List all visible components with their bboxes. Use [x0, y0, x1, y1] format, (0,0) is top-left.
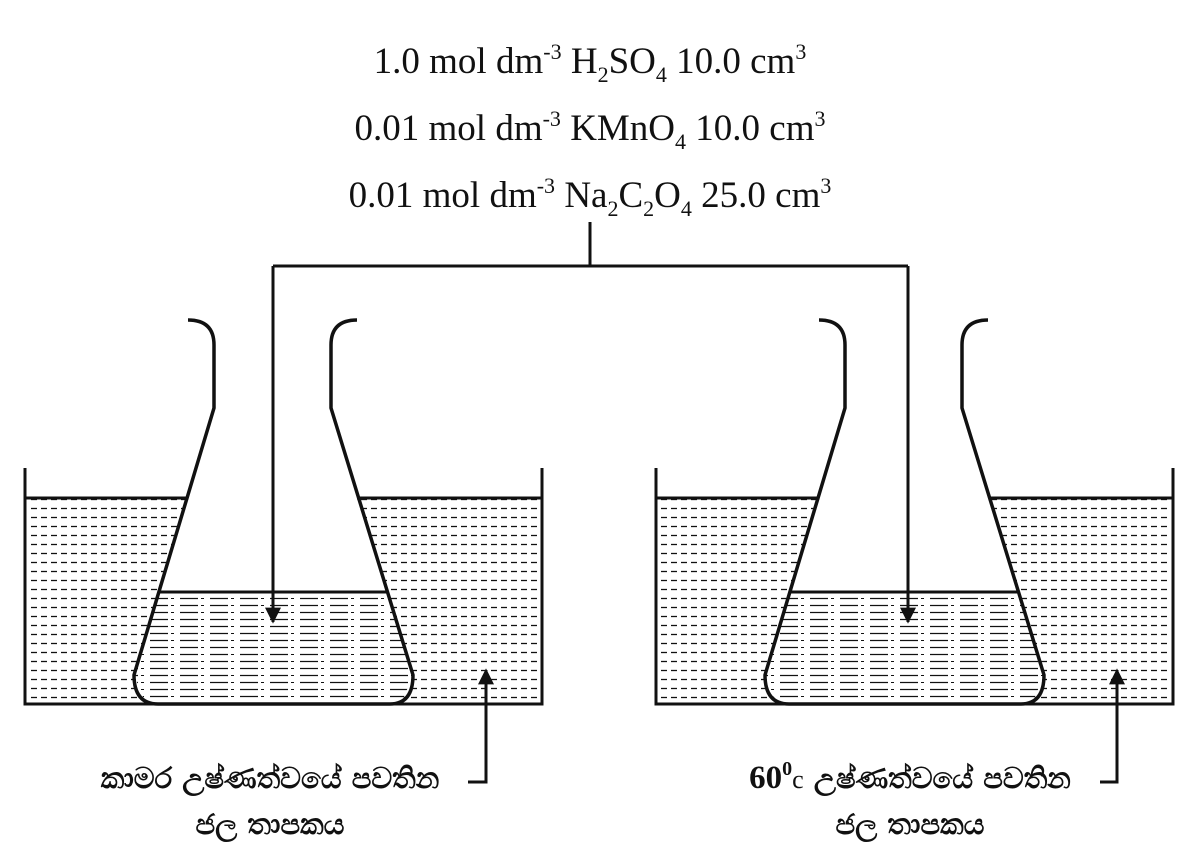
reagent-text-part: 25.0 cm — [691, 175, 821, 216]
reagent-line-2: 0.01 mol dm-3 KMnO4 10.0 cm3 — [250, 95, 930, 162]
left-bath-caption-line2: ජල තාපකය — [195, 807, 345, 841]
reagent-text-part: H — [561, 41, 598, 82]
reagent-text-part: 4 — [655, 62, 667, 87]
right-bath-caption-line2: ජල තාපකය — [835, 807, 985, 841]
reagent-text-part: -3 — [536, 173, 556, 198]
reagent-text-part: 0.01 mol dm — [348, 175, 537, 216]
right-bath-caption-text: උෂ්ණත්වයේ පවතින — [803, 761, 1071, 795]
reagent-text-part: 10.0 cm — [666, 41, 796, 82]
reagent-text-part: 2 — [607, 196, 619, 221]
degree-mark: 0 — [782, 758, 793, 780]
reagent-text-part: -3 — [542, 106, 561, 131]
reagent-text-part: 4 — [680, 196, 692, 221]
reagent-text-part: KMnO — [560, 108, 676, 149]
reagent-text-part: 3 — [820, 173, 832, 198]
reagent-text-part: 4 — [675, 129, 687, 154]
reagent-text-part: 3 — [795, 39, 807, 64]
reagent-text-part: 0.01 mol dm — [354, 108, 543, 149]
reagent-text-part: 2 — [643, 196, 655, 221]
reagent-text-part: 2 — [597, 62, 609, 87]
left-bath-caption: කාමර උෂ්ණත්වයේ පවතින ජල තාපකය — [60, 755, 480, 847]
temperature-unit: c — [792, 765, 804, 794]
left-bath-pointer — [468, 668, 494, 784]
reagent-line-3: 0.01 mol dm-3 Na2C2O4 25.0 cm3 — [250, 162, 930, 229]
left-water-bath — [23, 468, 544, 706]
reagent-line-1: 1.0 mol dm-3 H2SO4 10.0 cm3 — [250, 28, 930, 95]
bath-temperature: 600c — [749, 758, 804, 796]
right-bath-caption-line1: 600c උෂ්ණත්වයේ පවතින — [700, 755, 1120, 801]
right-bath-caption: 600c උෂ්ණත්වයේ පවතින ජල තාපකය — [700, 755, 1120, 847]
temperature-value: 60 — [749, 760, 783, 796]
left-conical-flask — [132, 318, 415, 706]
reagent-connector — [265, 222, 916, 624]
reagent-text-part: 10.0 cm — [686, 108, 815, 149]
reagent-text-part: 1.0 mol dm — [373, 41, 544, 82]
right-bath-pointer — [1100, 668, 1125, 784]
left-bath-caption-line1: කාමර උෂ්ණත්වයේ පවතින — [100, 761, 440, 795]
reagent-text-part: C — [618, 175, 644, 216]
reagent-text-part: Na — [555, 175, 608, 216]
right-conical-flask — [763, 318, 1046, 706]
reagent-text-part: -3 — [543, 39, 562, 64]
reagent-text-part: SO — [608, 41, 656, 82]
reagent-text-part: 3 — [814, 106, 826, 131]
reagent-text-part: O — [654, 175, 681, 216]
